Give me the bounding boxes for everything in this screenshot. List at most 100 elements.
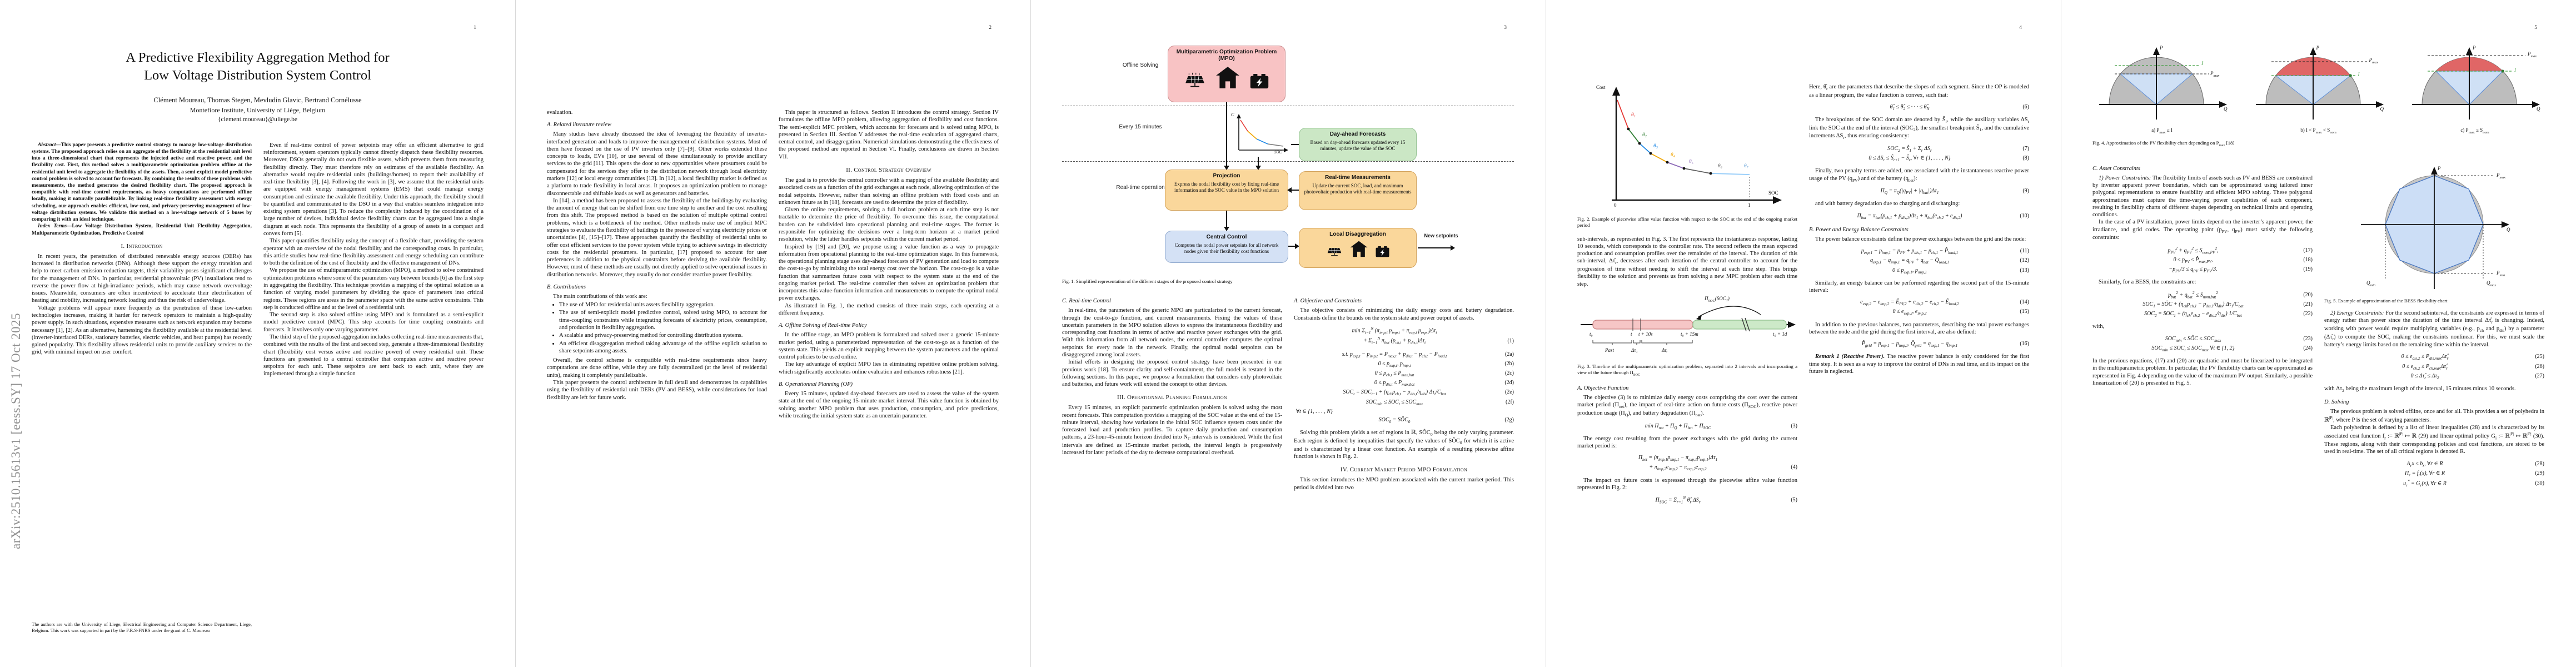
projection-box-title: Projection [1213, 173, 1240, 179]
equation: pexp,1 − pimp,1 = pPV + pdis,1 − pch,1 −… [1861, 248, 2029, 256]
local-disaggregation-title: Local Disaggregation [1329, 231, 1386, 237]
affiliation: Montefiore Institute, University of Lièg… [190, 106, 326, 114]
central-control-box: Central Control Computes the nodal power… [1165, 231, 1288, 263]
central-control-body: Computes the nodal power setpoints for a… [1174, 242, 1279, 255]
paragraph: Overall, the control scheme is compatibl… [547, 357, 767, 379]
equation: 0 ≤ eexp,2, eimp,2(15) [1892, 308, 2029, 316]
theta2-label: θ₂ [1642, 132, 1647, 138]
page4-column-2: Here, θ̂r are the parameters that descri… [1809, 83, 2029, 510]
subsection-heading: B. Power and Energy Balance Constraints [1809, 226, 1909, 233]
figure-1-caption: Fig. 1. Simplified representation of the… [1062, 278, 1233, 284]
fig4b-svg [2255, 47, 2384, 120]
fig5-pmax-label: Pmax [2497, 172, 2506, 180]
figure-2-caption: Fig. 2. Example of piecewise affine valu… [1577, 216, 1797, 228]
fig4c-svg [2412, 47, 2540, 120]
paragraph: Here, θ̂r are the parameters that descri… [1809, 84, 2029, 98]
equation-number: (12) [2020, 257, 2029, 264]
page-number: 1 [474, 25, 476, 31]
fig3-t: t [1631, 331, 1632, 337]
equation-number: (14) [2020, 299, 2029, 306]
equation: + πimp,2eimp,2 − πexp,2eexp,2(4) [1649, 464, 1797, 472]
equation: min Πnet + ΠQ + Πbat + ΠSOC(3) [1645, 422, 1797, 430]
equation: ∀t ∈ {1, . . . , N} [1296, 408, 1333, 415]
paragraph: sub-intervals, as represented in Fig. 3.… [1577, 236, 1797, 287]
fig2-ylabel: Cost [1596, 84, 1606, 90]
forecast-box-body: Based on day-ahead forecasts updated eve… [1310, 140, 1406, 152]
equation: SOCmin ≤ SOCt ≤ SOCmax(2f) [1366, 399, 1514, 406]
equation: SOC2 = SOC1 + (ηchech,2 − edis,2/ηdis) 1… [2144, 311, 2313, 318]
equation-number: (30) [2535, 480, 2544, 487]
figure-3-caption: Fig. 3. Timeline of the multiparametric … [1577, 363, 1797, 377]
equation-number: (13) [2020, 267, 2029, 273]
equation: SOCmin ≤ SÔC ≤ SOCmax(23) [2165, 335, 2313, 343]
paragraph: We propose the use of multiparametric op… [263, 267, 484, 311]
local-disaggregation-box: Local Disaggregation [1299, 228, 1417, 268]
fig2-tick-1: 1 [1748, 202, 1751, 208]
equation-number: (5) [1791, 497, 1797, 504]
page2-column-2: This paper is structured as follows. Sec… [779, 109, 999, 420]
equation-group: min Πnet + ΠQ + Πbat + ΠSOC(3) [1577, 422, 1797, 431]
theta7-label: θ₇ [1744, 163, 1748, 169]
paragraph: Solving this problem yields a set of reg… [1294, 430, 1514, 460]
subsection-heading: A. Objective Function [1577, 385, 1629, 391]
paragraph: Every 15 minutes, an explicit parametric… [1062, 405, 1282, 456]
equation-number: (23) [2303, 335, 2313, 342]
equation-number: (16) [2020, 341, 2029, 347]
fig4a-i-label: I [2201, 61, 2203, 66]
fig4b-p-label: P [2316, 45, 2320, 51]
paragraph: 2) Energy Constraints: For the second su… [2324, 310, 2544, 349]
figure-3-timeline: ΠSOC(SOC₂) t₀ t t + 10s t₀ + 15m t₀ + 1d… [1577, 296, 1797, 361]
fig5-pmin-label: Pmin [2497, 270, 2505, 277]
section-heading: III. Operationnal Planning Formulation [1117, 394, 1227, 401]
paragraph: The impact on future costs is expressed … [1577, 477, 1797, 491]
equation: SOCmin ≤ SOCt ≤ SOCmax ∀t ∈ {1, 2}(24) [2151, 345, 2313, 352]
measurements-box-title: Real-time Measurements [1325, 175, 1391, 181]
equation: SOC1 = SÔC + (ηchpch,1 − pdis,1/ηdis) Δτ… [2142, 301, 2313, 309]
page-3: 3 Offline Solving Every 15 minutes Real-… [1030, 0, 1546, 667]
equation-group: ΠSOC = Σr=1N θ̂r ΔSr(5) [1577, 495, 1798, 505]
paragraph: This paper presents the control architec… [547, 380, 767, 401]
equation: Arx ≤ br, ∀r ∈ R(28) [2406, 460, 2544, 468]
subsection-heading: B. Operationnal Planning (OP) [779, 381, 853, 387]
equation-group: SOC2 = Ŝ1 + Σr ΔSr(7)0 ≤ ΔSr ≤ Ŝr+1 − Ŝr… [1809, 145, 2029, 163]
arrowhead [1295, 243, 1299, 249]
equation-number: (2c) [1504, 370, 1514, 377]
figure-2-value-function: Cost SOC 0 1 θ₁ θ₂ θ₃ θ₄ θ₅ θ₆ θ₇ [1577, 83, 1797, 214]
mini-chart-svg [1237, 114, 1288, 152]
equation-number: (3) [1791, 422, 1797, 429]
equation-group: pbat2 + qbat2 ≤ Snom,bat2(20) SOC1 = SÔC … [2092, 290, 2313, 320]
page4-col1-text-a: sub-intervals, as represented in Fig. 3.… [1577, 236, 1797, 288]
fig4b-i-label: I [2358, 72, 2360, 77]
subsection-heading: A. Related literature review [547, 122, 611, 128]
bullet-item: The use of semi-explicit model predictiv… [559, 309, 767, 331]
fig3-t0: t₀ [1590, 331, 1593, 337]
forecast-box-title: Day-ahead Forecasts [1329, 131, 1386, 137]
paragraph: The objective (3) is to minimize daily e… [1577, 394, 1797, 417]
arxiv-watermark: arXiv:2510.15613v1 [eess.SY] 17 Oct 2025 [9, 312, 23, 549]
equation-number: (24) [2303, 345, 2313, 351]
bullet-item: An efficient disaggregation method takin… [559, 340, 767, 355]
paragraph: The objective consists of minimizing the… [1294, 307, 1514, 321]
projection-box-body: Express the nodal flexibility cost by fi… [1174, 181, 1279, 193]
paragraph: This section introduces the MPO problem … [1294, 477, 1514, 491]
equation-number: (2d) [1504, 380, 1514, 386]
equation-number: (25) [2535, 354, 2544, 360]
page-number: 4 [2019, 25, 2022, 31]
section-heading: I. Introduction [121, 242, 163, 250]
paragraph: In [14], a method has been proposed to a… [547, 197, 767, 278]
fig5-qmax-label: Qmax [2487, 280, 2497, 287]
equation-number: (8) [2022, 155, 2029, 162]
page-1: arXiv:2510.15613v1 [eess.SY] 17 Oct 2025… [0, 0, 515, 667]
fig4a-p-label: P [2160, 45, 2163, 51]
equation: pbat2 + qbat2 ≤ Snom,bat2(20) [2168, 290, 2313, 299]
page-5: 5 P Q I Pmax a) Pmax ≤ I [2061, 0, 2576, 667]
equation: ΠSOC = Σr=1N θ̂r ΔSr(5) [1655, 496, 1798, 505]
equation: 0 ≤ pexp,t, pimp,t(2b) [1378, 360, 1514, 368]
equation: eexp,2 − eimp,2 = ÊPV,2 + edis,2 − ech,2… [1860, 299, 2029, 307]
equation-group: Πnet = (πimp,1pimp,1 − πexp,1pexp,1)Δτ1+… [1577, 454, 1797, 472]
figure-5-svg [2361, 166, 2509, 289]
mini-chart-xlabel: SOC [1274, 150, 1282, 155]
fig4b-subcaption: b) I < Pmax < Snom [2300, 127, 2336, 135]
